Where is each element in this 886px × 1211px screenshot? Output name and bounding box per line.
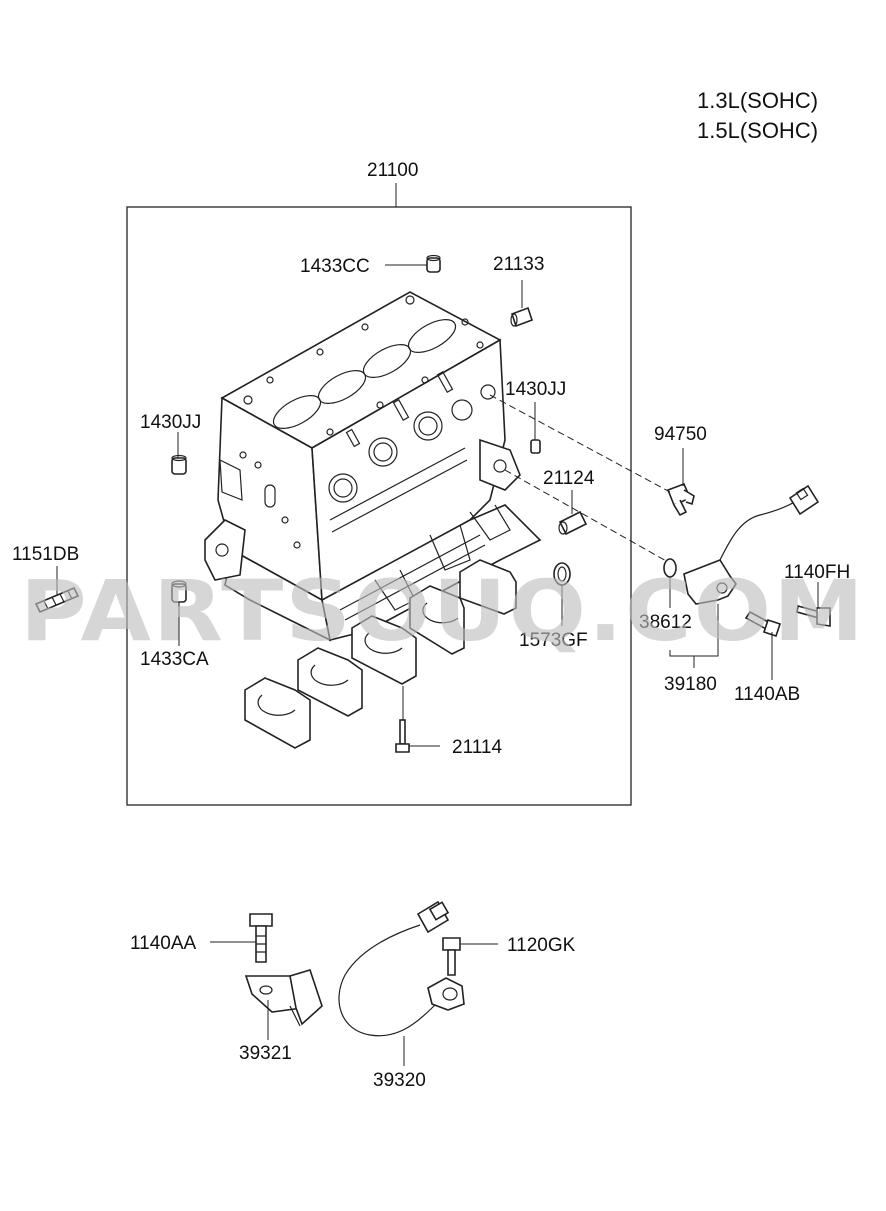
part-label-1140fh[interactable]: 1140FH xyxy=(784,562,850,583)
bolt-1140ab xyxy=(744,610,782,638)
part-label-1151db[interactable]: 1151DB xyxy=(12,544,79,565)
stud-1151db xyxy=(34,586,80,614)
part-label-1573gf[interactable]: 1573GF xyxy=(519,630,588,651)
sleeve-21124 xyxy=(558,510,588,536)
part-label-94750[interactable]: 94750 xyxy=(654,424,707,445)
bearing-bolt-21114 xyxy=(395,719,410,753)
bolt-1120gk xyxy=(442,937,461,976)
block-assembly-frame xyxy=(126,206,632,806)
part-label-1140ab[interactable]: 1140AB xyxy=(734,684,800,705)
dowel-left xyxy=(171,454,187,475)
sensor-assy-39180 xyxy=(683,484,820,605)
part-label-1140aa[interactable]: 1140AA xyxy=(130,933,197,954)
part-label-1120gk[interactable]: 1120GK xyxy=(507,935,576,956)
part-label-1430jj-right[interactable]: 1430JJ xyxy=(505,379,566,400)
part-label-1433ca[interactable]: 1433CA xyxy=(140,649,209,670)
engine-spec-2: 1.5L(SOHC) xyxy=(697,118,818,143)
part-label-39180[interactable]: 39180 xyxy=(664,674,717,695)
cylinder-block xyxy=(204,291,542,642)
part-label-21100[interactable]: 21100 xyxy=(367,160,418,181)
part-label-38612[interactable]: 38612 xyxy=(639,612,692,633)
dowel-right xyxy=(530,439,541,454)
part-label-39321[interactable]: 39321 xyxy=(239,1043,292,1064)
watermark: PARTSOUQ.COM xyxy=(20,562,866,660)
part-label-1433cc[interactable]: 1433CC xyxy=(300,256,370,277)
part-label-1430jj-left[interactable]: 1430JJ xyxy=(140,412,201,433)
knock-sensor-39320 xyxy=(338,900,465,1037)
main-bearing-caps xyxy=(244,559,517,749)
part-label-21114[interactable]: 21114 xyxy=(452,737,502,758)
sensor-94750 xyxy=(666,482,695,517)
part-label-39320[interactable]: 39320 xyxy=(373,1070,426,1091)
bolt-1140fh xyxy=(796,604,831,627)
plug-21133 xyxy=(510,306,534,328)
engine-spec-1: 1.3L(SOHC) xyxy=(697,88,818,113)
bracket-39321 xyxy=(244,969,323,1027)
oil-plug-1433cc xyxy=(426,254,441,273)
part-label-21124[interactable]: 21124 xyxy=(543,468,595,489)
part-label-21133[interactable]: 21133 xyxy=(493,254,544,275)
bolt-1140aa xyxy=(249,913,273,963)
